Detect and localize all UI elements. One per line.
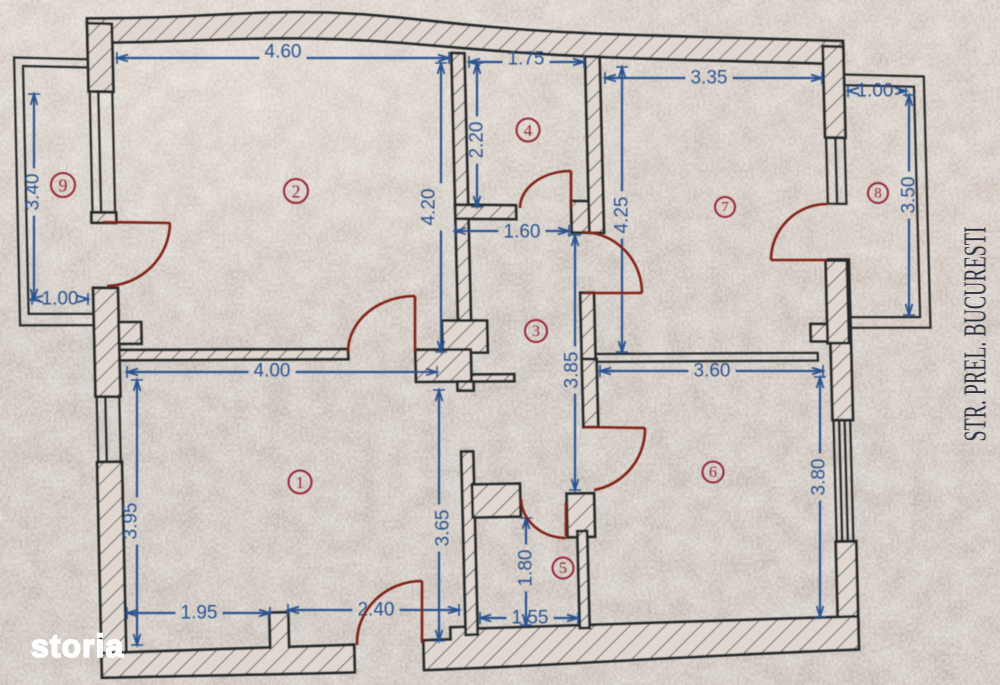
svg-text:4.25: 4.25	[612, 197, 633, 234]
svg-text:6: 6	[709, 464, 717, 481]
svg-text:4.60: 4.60	[265, 42, 302, 63]
svg-text:3.85: 3.85	[562, 352, 583, 389]
svg-text:4.00: 4.00	[254, 361, 291, 382]
svg-text:5: 5	[559, 560, 567, 577]
svg-text:3.60: 3.60	[694, 361, 731, 382]
svg-text:3: 3	[532, 323, 540, 340]
svg-text:3.95: 3.95	[121, 503, 142, 540]
svg-text:2.40: 2.40	[358, 600, 395, 621]
svg-text:3.35: 3.35	[691, 68, 728, 89]
svg-text:1.00: 1.00	[857, 81, 894, 102]
svg-text:3.50: 3.50	[899, 177, 920, 214]
svg-text:2.20: 2.20	[467, 122, 488, 159]
svg-text:1.95: 1.95	[181, 603, 218, 624]
svg-text:8: 8	[874, 186, 882, 202]
svg-text:1.80: 1.80	[516, 550, 537, 587]
svg-text:4: 4	[524, 121, 533, 140]
svg-text:1.00: 1.00	[42, 289, 79, 310]
svg-text:1.55: 1.55	[512, 608, 549, 629]
svg-text:4.20: 4.20	[419, 189, 440, 226]
svg-text:2: 2	[292, 182, 301, 202]
svg-text:9: 9	[59, 176, 68, 196]
svg-text:3.65: 3.65	[433, 510, 454, 547]
svg-text:1: 1	[296, 473, 305, 492]
svg-text:7: 7	[721, 200, 729, 216]
svg-text:3.40: 3.40	[23, 174, 44, 211]
svg-text:1.75: 1.75	[508, 49, 545, 70]
svg-text:1.60: 1.60	[504, 222, 541, 243]
svg-text:3.80: 3.80	[809, 459, 830, 496]
